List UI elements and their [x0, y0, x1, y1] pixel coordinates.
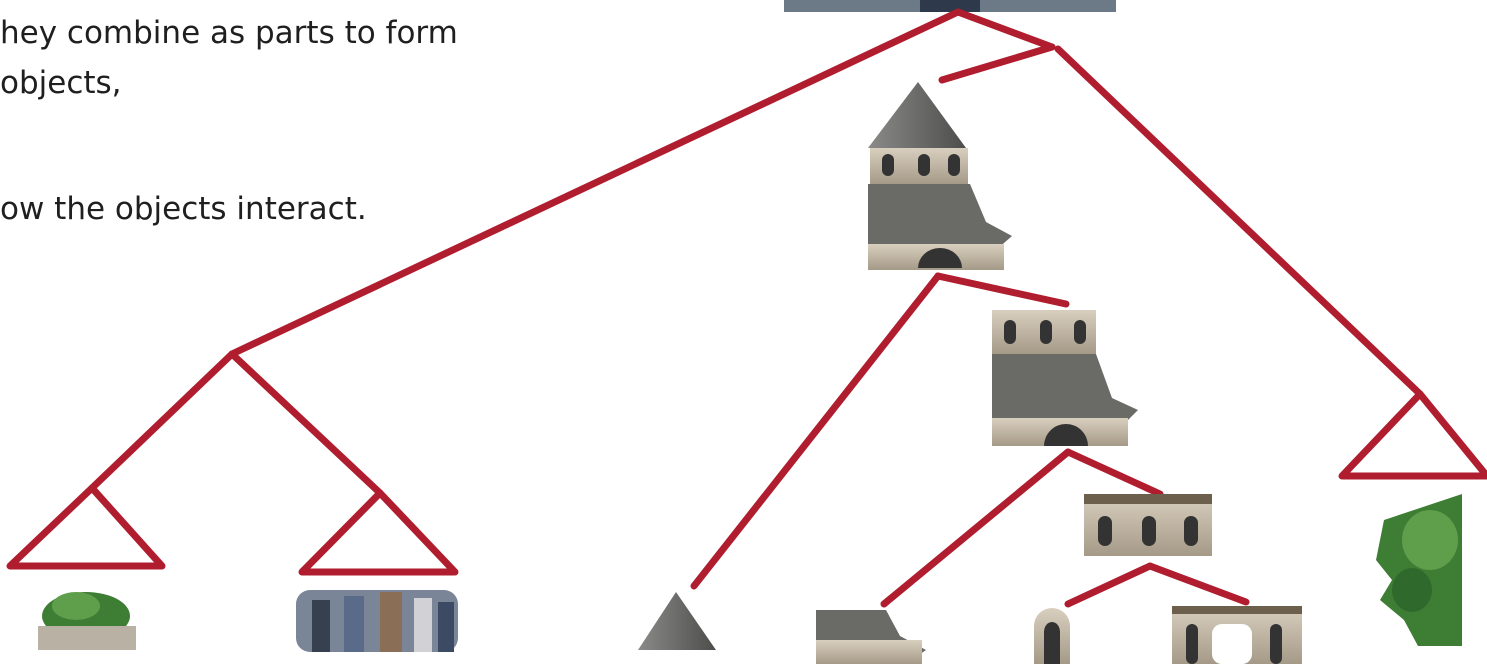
lower-walls-image	[816, 610, 926, 664]
body-text-line-2: objects,	[0, 65, 122, 101]
body-text-line-1: hey combine as parts to form	[0, 15, 458, 51]
branch-root-left	[228, 8, 962, 358]
branch-root-top	[954, 8, 1056, 51]
scene-image	[784, 0, 1116, 12]
people-image	[296, 590, 458, 652]
tree-branches	[6, 8, 1487, 608]
tree-image	[1376, 494, 1462, 646]
window-ring-image	[1172, 606, 1302, 664]
branch-body	[934, 272, 1070, 308]
body-text-line-3: ow the objects interact.	[0, 191, 367, 227]
subtree-triangle-tree	[1338, 390, 1487, 480]
plants-image	[38, 592, 136, 650]
upper-ring-image	[1084, 494, 1212, 556]
branch-left-b	[228, 350, 384, 497]
branch-upper-ring	[1064, 448, 1164, 498]
building-body-image	[992, 310, 1138, 446]
building-full-image	[868, 82, 1012, 270]
branch-root-building	[938, 43, 1056, 84]
conical-roof-image	[638, 592, 716, 650]
branch-arch-window	[1064, 562, 1154, 608]
arch-window-image	[1034, 608, 1070, 664]
branch-roof	[690, 272, 942, 590]
subtree-triangle-people	[298, 489, 459, 576]
branch-lower-walls	[880, 448, 1072, 608]
subtree-triangle-plants	[6, 484, 166, 570]
branch-root-right	[1054, 45, 1424, 398]
branch-window-ring	[1146, 562, 1250, 606]
branch-left-a	[88, 350, 236, 492]
